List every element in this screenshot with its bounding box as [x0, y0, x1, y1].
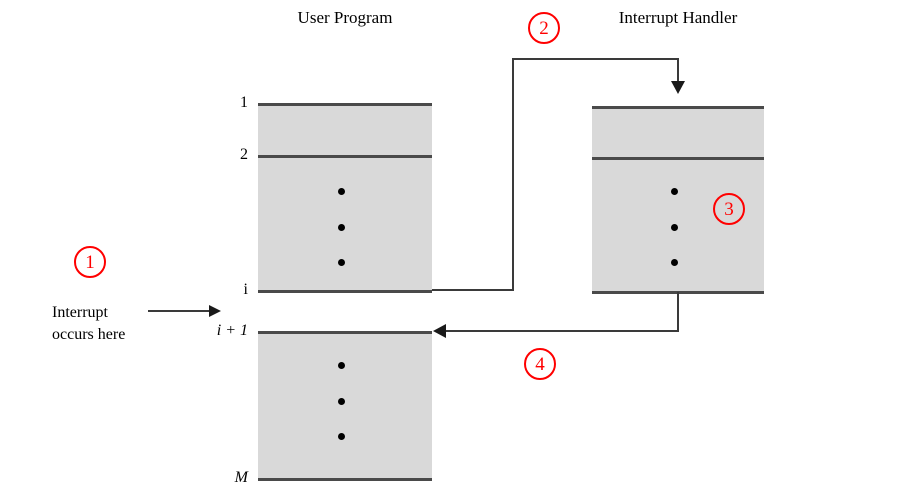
interrupt-occurs-caption: Interrupt occurs here [52, 302, 125, 345]
connector-step-2-arrowhead [671, 81, 685, 94]
user-program-rule-1 [258, 103, 432, 106]
connector-step-4-arrowhead [433, 324, 446, 338]
user-program-title: User Program [297, 8, 393, 27]
interrupt-handler-rule-mid [592, 157, 764, 160]
row-label-i: i [243, 281, 248, 298]
interrupt-handler-rule-top [592, 106, 764, 109]
user-program-rule-i-plus-1 [258, 331, 432, 334]
interrupt-handler-band-2 [592, 160, 764, 292]
row-label-1: 1 [240, 94, 248, 111]
interrupt-arrow-shaft [148, 310, 210, 312]
interrupt-handler-ellipsis [670, 188, 678, 266]
user-program-rule-i [258, 290, 432, 293]
step-marker-2: 2 [528, 12, 560, 44]
interrupt-handler-band-1 [592, 108, 764, 157]
connector-step-4-segment-vertical [677, 292, 679, 332]
row-label-i-plus-1: i + 1 [216, 322, 248, 339]
step-marker-4: 4 [524, 348, 556, 380]
connector-step-4-segment-horizontal [446, 330, 679, 332]
connector-step-2-segment-vertical [512, 58, 514, 291]
interrupt-caption-line-1: Interrupt [52, 304, 108, 321]
user-program-rule-m [258, 478, 432, 481]
connector-step-2-segment-horizontal-lower [432, 289, 514, 291]
interrupt-handler-title: Interrupt Handler [618, 8, 738, 27]
user-program-band-1 [258, 105, 432, 155]
connector-step-2-segment-horizontal-upper [512, 58, 678, 60]
user-program-ellipsis-upper [337, 188, 345, 266]
interrupt-caption-line-2: occurs here [52, 325, 126, 343]
user-program-band-2 [258, 158, 432, 292]
row-label-m: M [234, 469, 248, 486]
row-label-2: 2 [240, 146, 248, 163]
interrupt-arrow-head [209, 305, 221, 317]
step-marker-1: 1 [74, 246, 106, 278]
connector-step-2-segment-drop [677, 58, 679, 84]
user-program-ellipsis-lower [337, 362, 345, 440]
user-program-rule-2 [258, 155, 432, 158]
step-marker-3: 3 [713, 193, 745, 225]
user-program-band-3 [258, 334, 432, 480]
